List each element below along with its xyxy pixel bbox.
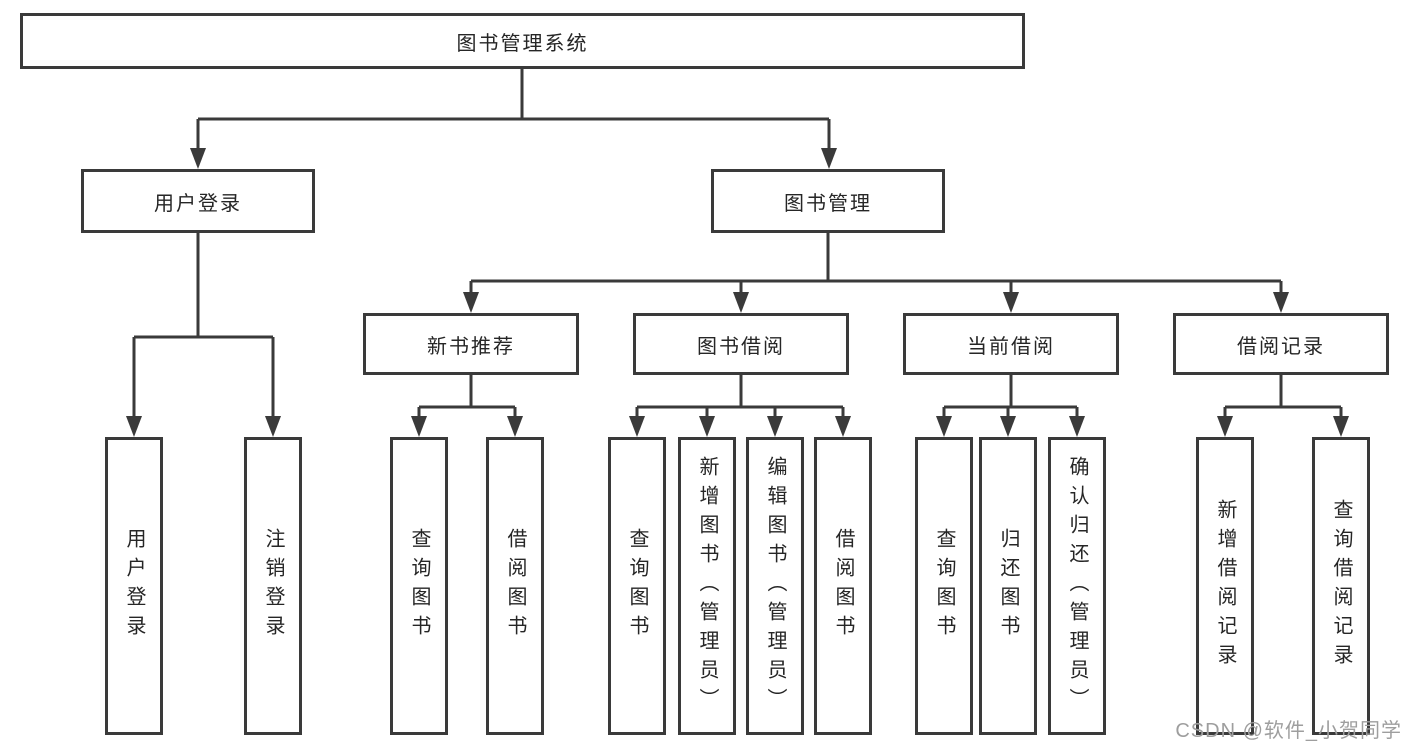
leaf-user-login: 用户登录 xyxy=(105,437,163,735)
leaf-current-confirm-return: 确认归还（管理员） xyxy=(1048,437,1106,735)
leaf-borrow-query-book: 查询图书 xyxy=(608,437,666,735)
node-book-management-label: 图书管理 xyxy=(784,192,872,215)
leaf-records-add-record-label: 新增借阅记录 xyxy=(1214,499,1236,673)
leaf-current-return-book: 归还图书 xyxy=(979,437,1037,735)
leaf-recommend-query-book: 查询图书 xyxy=(390,437,448,735)
leaf-records-add-record: 新增借阅记录 xyxy=(1196,437,1254,735)
node-new-book-recommend-label: 新书推荐 xyxy=(427,335,515,358)
node-current-borrowing-label: 当前借阅 xyxy=(967,335,1055,358)
leaf-logout: 注销登录 xyxy=(244,437,302,735)
node-borrowing-records-label: 借阅记录 xyxy=(1237,335,1325,358)
leaf-records-query-record: 查询借阅记录 xyxy=(1312,437,1370,735)
node-borrowing-records: 借阅记录 xyxy=(1173,313,1389,375)
node-book-borrowing: 图书借阅 xyxy=(633,313,849,375)
node-new-book-recommend: 新书推荐 xyxy=(363,313,579,375)
leaf-current-query-book: 查询图书 xyxy=(915,437,973,735)
leaf-logout-label: 注销登录 xyxy=(262,528,284,644)
node-user-login-label: 用户登录 xyxy=(154,192,242,215)
leaf-current-query-book-label: 查询图书 xyxy=(933,528,955,644)
node-root-label: 图书管理系统 xyxy=(456,32,589,55)
node-book-borrowing-label: 图书借阅 xyxy=(697,335,785,358)
leaf-current-confirm-return-label: 确认归还（管理员） xyxy=(1066,455,1088,717)
leaf-recommend-borrow-book-label: 借阅图书 xyxy=(504,528,526,644)
csdn-watermark: CSDN @软件_小贺同学 xyxy=(1175,720,1402,742)
leaf-current-return-book-label: 归还图书 xyxy=(997,528,1019,644)
leaf-borrow-add-book: 新增图书（管理员） xyxy=(678,437,736,735)
leaf-borrow-edit-book-label: 编辑图书（管理员） xyxy=(764,455,786,717)
node-current-borrowing: 当前借阅 xyxy=(903,313,1119,375)
leaf-borrow-borrow-book: 借阅图书 xyxy=(814,437,872,735)
leaf-user-login-label: 用户登录 xyxy=(123,528,145,644)
leaf-borrow-query-book-label: 查询图书 xyxy=(626,528,648,644)
node-root: 图书管理系统 xyxy=(20,13,1025,69)
leaf-borrow-add-book-label: 新增图书（管理员） xyxy=(696,455,718,717)
leaf-recommend-borrow-book: 借阅图书 xyxy=(486,437,544,735)
node-user-login: 用户登录 xyxy=(81,169,315,233)
leaf-records-query-record-label: 查询借阅记录 xyxy=(1330,499,1352,673)
leaf-borrow-borrow-book-label: 借阅图书 xyxy=(832,528,854,644)
leaf-recommend-query-book-label: 查询图书 xyxy=(408,528,430,644)
leaf-borrow-edit-book: 编辑图书（管理员） xyxy=(746,437,804,735)
node-book-management: 图书管理 xyxy=(711,169,945,233)
